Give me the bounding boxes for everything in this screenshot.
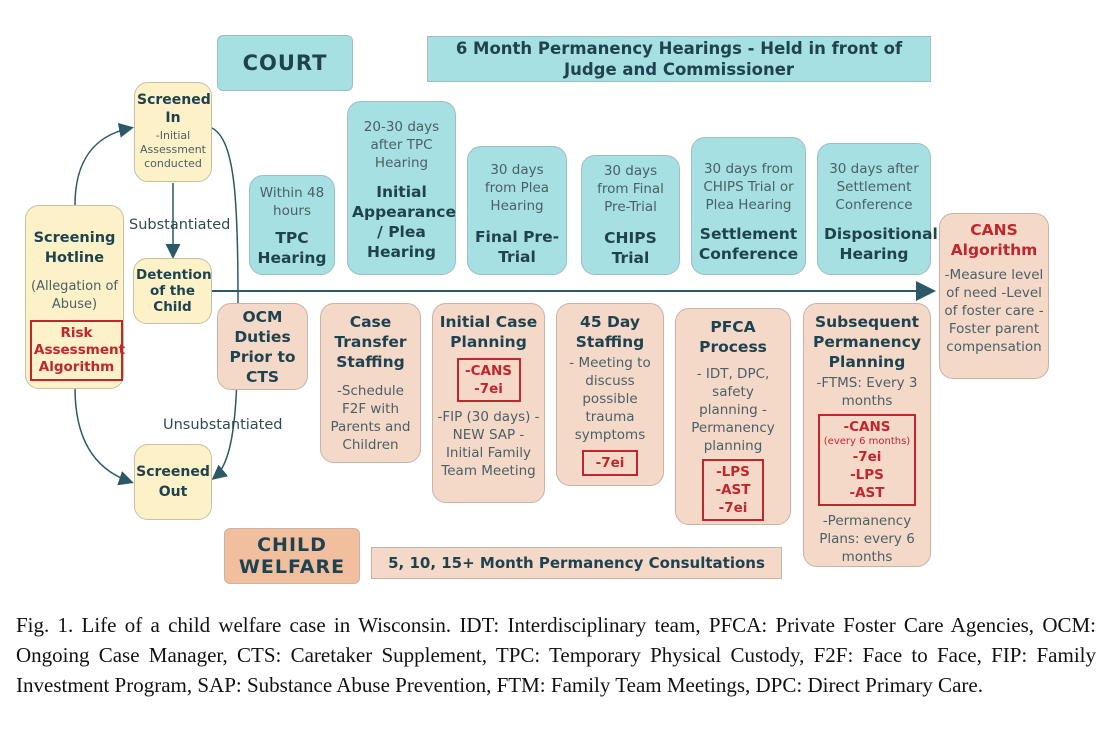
risk-assessment-label: Risk Assessment Algorithm bbox=[34, 325, 126, 375]
tool-item: -LPS bbox=[850, 467, 884, 483]
pfca-tools: -LPS -AST -7ei bbox=[702, 459, 764, 521]
hearing-title: Initial Appearance / Plea Hearing bbox=[352, 183, 456, 261]
ocm-title: OCM Duties Prior to CTS bbox=[229, 307, 296, 386]
hearing-settlement-conference: 30 days from CHIPS Trial or Plea Hearing… bbox=[691, 137, 806, 275]
initial-planning-tools: -CANS -7ei bbox=[456, 358, 521, 402]
court-label-text: COURT bbox=[242, 51, 328, 75]
arrow-screened-in-to-screened-out bbox=[211, 127, 239, 480]
hearing-note: Within 48 hours bbox=[259, 185, 325, 219]
hearing-title: Final Pre-Trial bbox=[474, 228, 560, 266]
hearing-initial-appearance: 20-30 days after TPC Hearing Initial App… bbox=[347, 101, 456, 275]
risk-assessment-algorithm: Risk Assessment Algorithm bbox=[30, 320, 126, 381]
cans-note: -Measure level of need -Level of foster … bbox=[944, 267, 1044, 355]
hearing-note: 30 days from Final Pre-Trial bbox=[597, 163, 664, 215]
initial-case-planning: Initial Case Planning -CANS -7ei -FIP (3… bbox=[432, 303, 545, 503]
cans-title: CANS Algorithm bbox=[950, 221, 1038, 259]
pfca-title: PFCA Process bbox=[699, 318, 767, 356]
detention-of-child: Detention of the Child bbox=[133, 258, 212, 324]
hearing-title: TPC Hearing bbox=[257, 229, 327, 267]
hearing-final-pretrial: 30 days from Plea Hearing Final Pre-Tria… bbox=[467, 146, 567, 275]
hearing-note: 30 days from CHIPS Trial or Plea Hearing bbox=[703, 161, 794, 213]
hearing-title: Dispositional Hearing bbox=[824, 225, 938, 263]
tool-item: -7ei bbox=[595, 455, 625, 471]
staffing-45-tools: -7ei bbox=[582, 450, 638, 476]
case-transfer-note: -Schedule F2F with Parents and Children bbox=[330, 383, 411, 453]
court-label: COURT bbox=[217, 35, 353, 91]
subsequent-permanency-planning: Subsequent Permanency Planning -FTMS: Ev… bbox=[803, 303, 931, 567]
hotline-note: (Allegation of Abuse) bbox=[31, 279, 118, 312]
screened-out-title: Screened Out bbox=[136, 464, 210, 500]
tool-item: -7ei bbox=[852, 449, 882, 465]
tool-item-note: (every 6 months) bbox=[823, 436, 911, 447]
child-welfare-label: CHILD WELFARE bbox=[224, 528, 360, 584]
hearing-note: 30 days from Plea Hearing bbox=[484, 162, 550, 214]
screening-hotline: Screening Hotline (Allegation of Abuse) … bbox=[25, 205, 126, 389]
staffing-45-title: 45 Day Staffing bbox=[575, 313, 645, 351]
hearing-chips-trial: 30 days from Final Pre-Trial CHIPS Trial bbox=[581, 155, 680, 275]
hearing-tpc: Within 48 hours TPC Hearing bbox=[249, 175, 335, 275]
subsequent-note: -FTMS: Every 3 months bbox=[816, 375, 918, 409]
substantiated-label: Substantiated bbox=[129, 217, 231, 233]
detention-title: Detention of the Child bbox=[136, 267, 212, 315]
case-transfer-staffing: Case Transfer Staffing -Schedule F2F wit… bbox=[320, 303, 421, 463]
hearing-title: CHIPS Trial bbox=[604, 229, 657, 267]
arrow-hotline-to-screened-out bbox=[74, 387, 134, 486]
screened-in: Screened In -Initial Assessment conducte… bbox=[134, 82, 212, 182]
subsequent-tools: -CANS (every 6 months) -7ei -LPS -AST bbox=[818, 414, 916, 506]
staffing-45-day: 45 Day Staffing - Meeting to discuss pos… bbox=[556, 303, 664, 486]
tool-item: -LPS bbox=[716, 464, 750, 480]
hearings-banner-text: 6 Month Permanency Hearings - Held in fr… bbox=[455, 39, 903, 79]
ocm-duties: OCM Duties Prior to CTS bbox=[217, 303, 308, 390]
case-transfer-title: Case Transfer Staffing bbox=[334, 313, 407, 371]
hearing-note: 20-30 days after TPC Hearing bbox=[363, 119, 440, 171]
hearings-banner: 6 Month Permanency Hearings - Held in fr… bbox=[427, 36, 931, 82]
initial-planning-title: Initial Case Planning bbox=[439, 313, 538, 351]
tool-item: -CANS bbox=[843, 419, 891, 435]
staffing-45-note: - Meeting to discuss possible trauma sym… bbox=[569, 355, 651, 443]
consultations-banner: 5, 10, 15+ Month Permanency Consultation… bbox=[371, 547, 782, 579]
screened-in-note: -Initial Assessment conducted bbox=[140, 129, 206, 170]
subsequent-title: Subsequent Permanency Planning bbox=[812, 313, 921, 371]
screened-out: Screened Out bbox=[134, 444, 212, 520]
cans-algorithm: CANS Algorithm -Measure level of need -L… bbox=[939, 213, 1049, 379]
tool-item: -7ei bbox=[474, 381, 503, 397]
hotline-title: Screening Hotline bbox=[33, 230, 116, 266]
unsubstantiated-label: Unsubstantiated bbox=[163, 417, 283, 433]
screened-in-title: Screened In bbox=[137, 92, 211, 126]
tool-item: -AST bbox=[715, 482, 751, 498]
tool-item: -7ei bbox=[718, 500, 748, 516]
tool-item: -AST bbox=[849, 485, 885, 501]
hearing-title: Settlement Conference bbox=[698, 225, 799, 263]
consultations-banner-text: 5, 10, 15+ Month Permanency Consultation… bbox=[388, 554, 765, 572]
initial-planning-note: -FIP (30 days) -NEW SAP -Initial Family … bbox=[437, 409, 540, 479]
pfca-process: PFCA Process - IDT, DPC, safety planning… bbox=[675, 308, 791, 525]
subsequent-note2: -Permanency Plans: every 6 months bbox=[819, 513, 915, 565]
figure-caption: Fig. 1. Life of a child welfare case in … bbox=[16, 613, 1096, 697]
arrow-hotline-to-screened-in bbox=[74, 122, 134, 206]
tool-item: -CANS bbox=[465, 363, 512, 379]
hearing-dispositional: 30 days after Settlement Conference Disp… bbox=[817, 143, 938, 275]
hearing-note: 30 days after Settlement Conference bbox=[829, 161, 919, 213]
child-welfare-label-text: CHILD WELFARE bbox=[238, 534, 346, 578]
pfca-note: - IDT, DPC, safety planning -Permanency … bbox=[691, 366, 775, 454]
